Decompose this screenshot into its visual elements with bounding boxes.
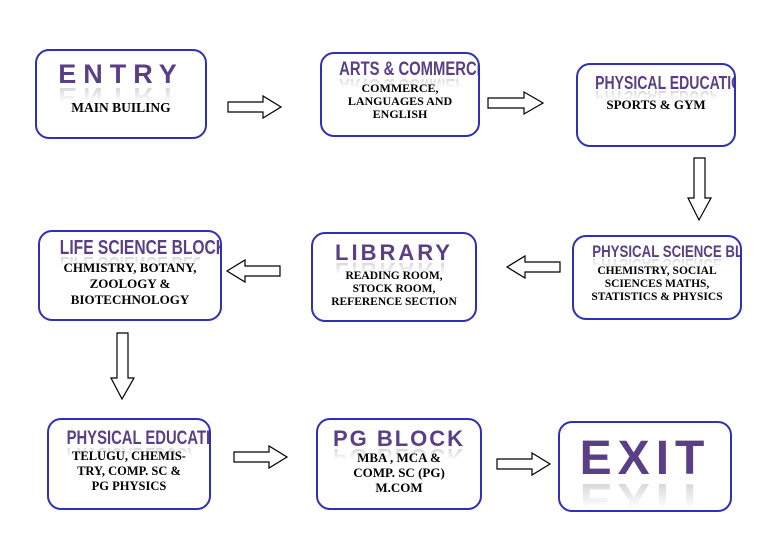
node-physical-science-block: PHYSICAL SCIENCE BLOCK PHYSICAL SCIENCE …	[572, 235, 742, 320]
node-physical-education-2-body: TELUGU, CHEMIS- TRY, COMP. SC & PG PHYSI…	[72, 449, 186, 493]
arrow-physical-education-to-pg-block	[233, 444, 289, 470]
node-library: LIBRARY LIBRARY READING ROOM, STOCK ROOM…	[311, 232, 477, 322]
node-physical-education-2: PHYSICAL EDUCATION PHYSICAL EDUCATION TE…	[47, 418, 211, 510]
node-arts-commerce: ARTS & COMMERCE ARTS & COMMERCE COMMERCE…	[320, 52, 480, 137]
node-physical-education-1-title: PHYSICAL EDUCATION	[595, 73, 734, 93]
node-physical-education-1: PHYSICAL EDUCATION PHYSICAL EDUCATION SP…	[576, 63, 736, 147]
node-arts-commerce-title: ARTS & COMMERCE	[339, 59, 480, 80]
arrow-library-to-life-science	[225, 258, 281, 284]
node-arts-commerce-body: COMMERCE, LANGUAGES AND ENGLISH	[347, 81, 453, 121]
node-exit: EXIT EXIT	[558, 421, 732, 512]
node-pg-block-body: MBA , MCA & COMP. SC (PG) M.COM	[353, 450, 445, 495]
node-life-science-block: LIFE SCIENCE BLOCK LIFE SCIENCE BLOCK CH…	[38, 230, 222, 321]
node-entry-title: ENTRY	[58, 59, 184, 89]
node-physical-science-block-body: CHEMISTRY, SOCIAL SCIENCES MATHS, STATIS…	[591, 265, 723, 303]
node-entry-body: MAIN BUILING	[71, 100, 171, 115]
node-entry: ENTRY ENTRY MAIN BUILING	[35, 49, 207, 139]
node-physical-education-1-body: SPORTS & GYM	[606, 97, 706, 112]
node-library-title: LIBRARY	[335, 240, 453, 265]
arrow-physical-science-to-library	[505, 254, 561, 280]
arrow-life-science-to-physical-education	[110, 332, 136, 401]
node-library-body: READING ROOM, STOCK ROOM, REFERENCE SECT…	[331, 270, 457, 308]
arrow-pg-block-to-exit	[496, 451, 552, 477]
node-exit-title: EXIT	[579, 432, 711, 485]
arrow-arts-to-physical-education	[487, 90, 545, 116]
node-life-science-block-body: CHMISTRY, BOTANY, ZOOLOGY & BIOTECHNOLOG…	[63, 260, 197, 307]
node-life-science-block-title: LIFE SCIENCE BLOCK	[59, 237, 222, 259]
node-physical-science-block-title: PHYSICAL SCIENCE BLOCK	[592, 242, 742, 261]
node-pg-block: PG BLOCK PG BLOCK MBA , MCA & COMP. SC (…	[316, 418, 482, 510]
node-physical-education-2-title: PHYSICAL EDUCATION	[66, 428, 211, 449]
node-pg-block-title: PG BLOCK	[332, 426, 466, 451]
arrow-physical-education-to-physical-science	[687, 157, 713, 222]
arrow-entry-to-arts	[227, 94, 283, 120]
